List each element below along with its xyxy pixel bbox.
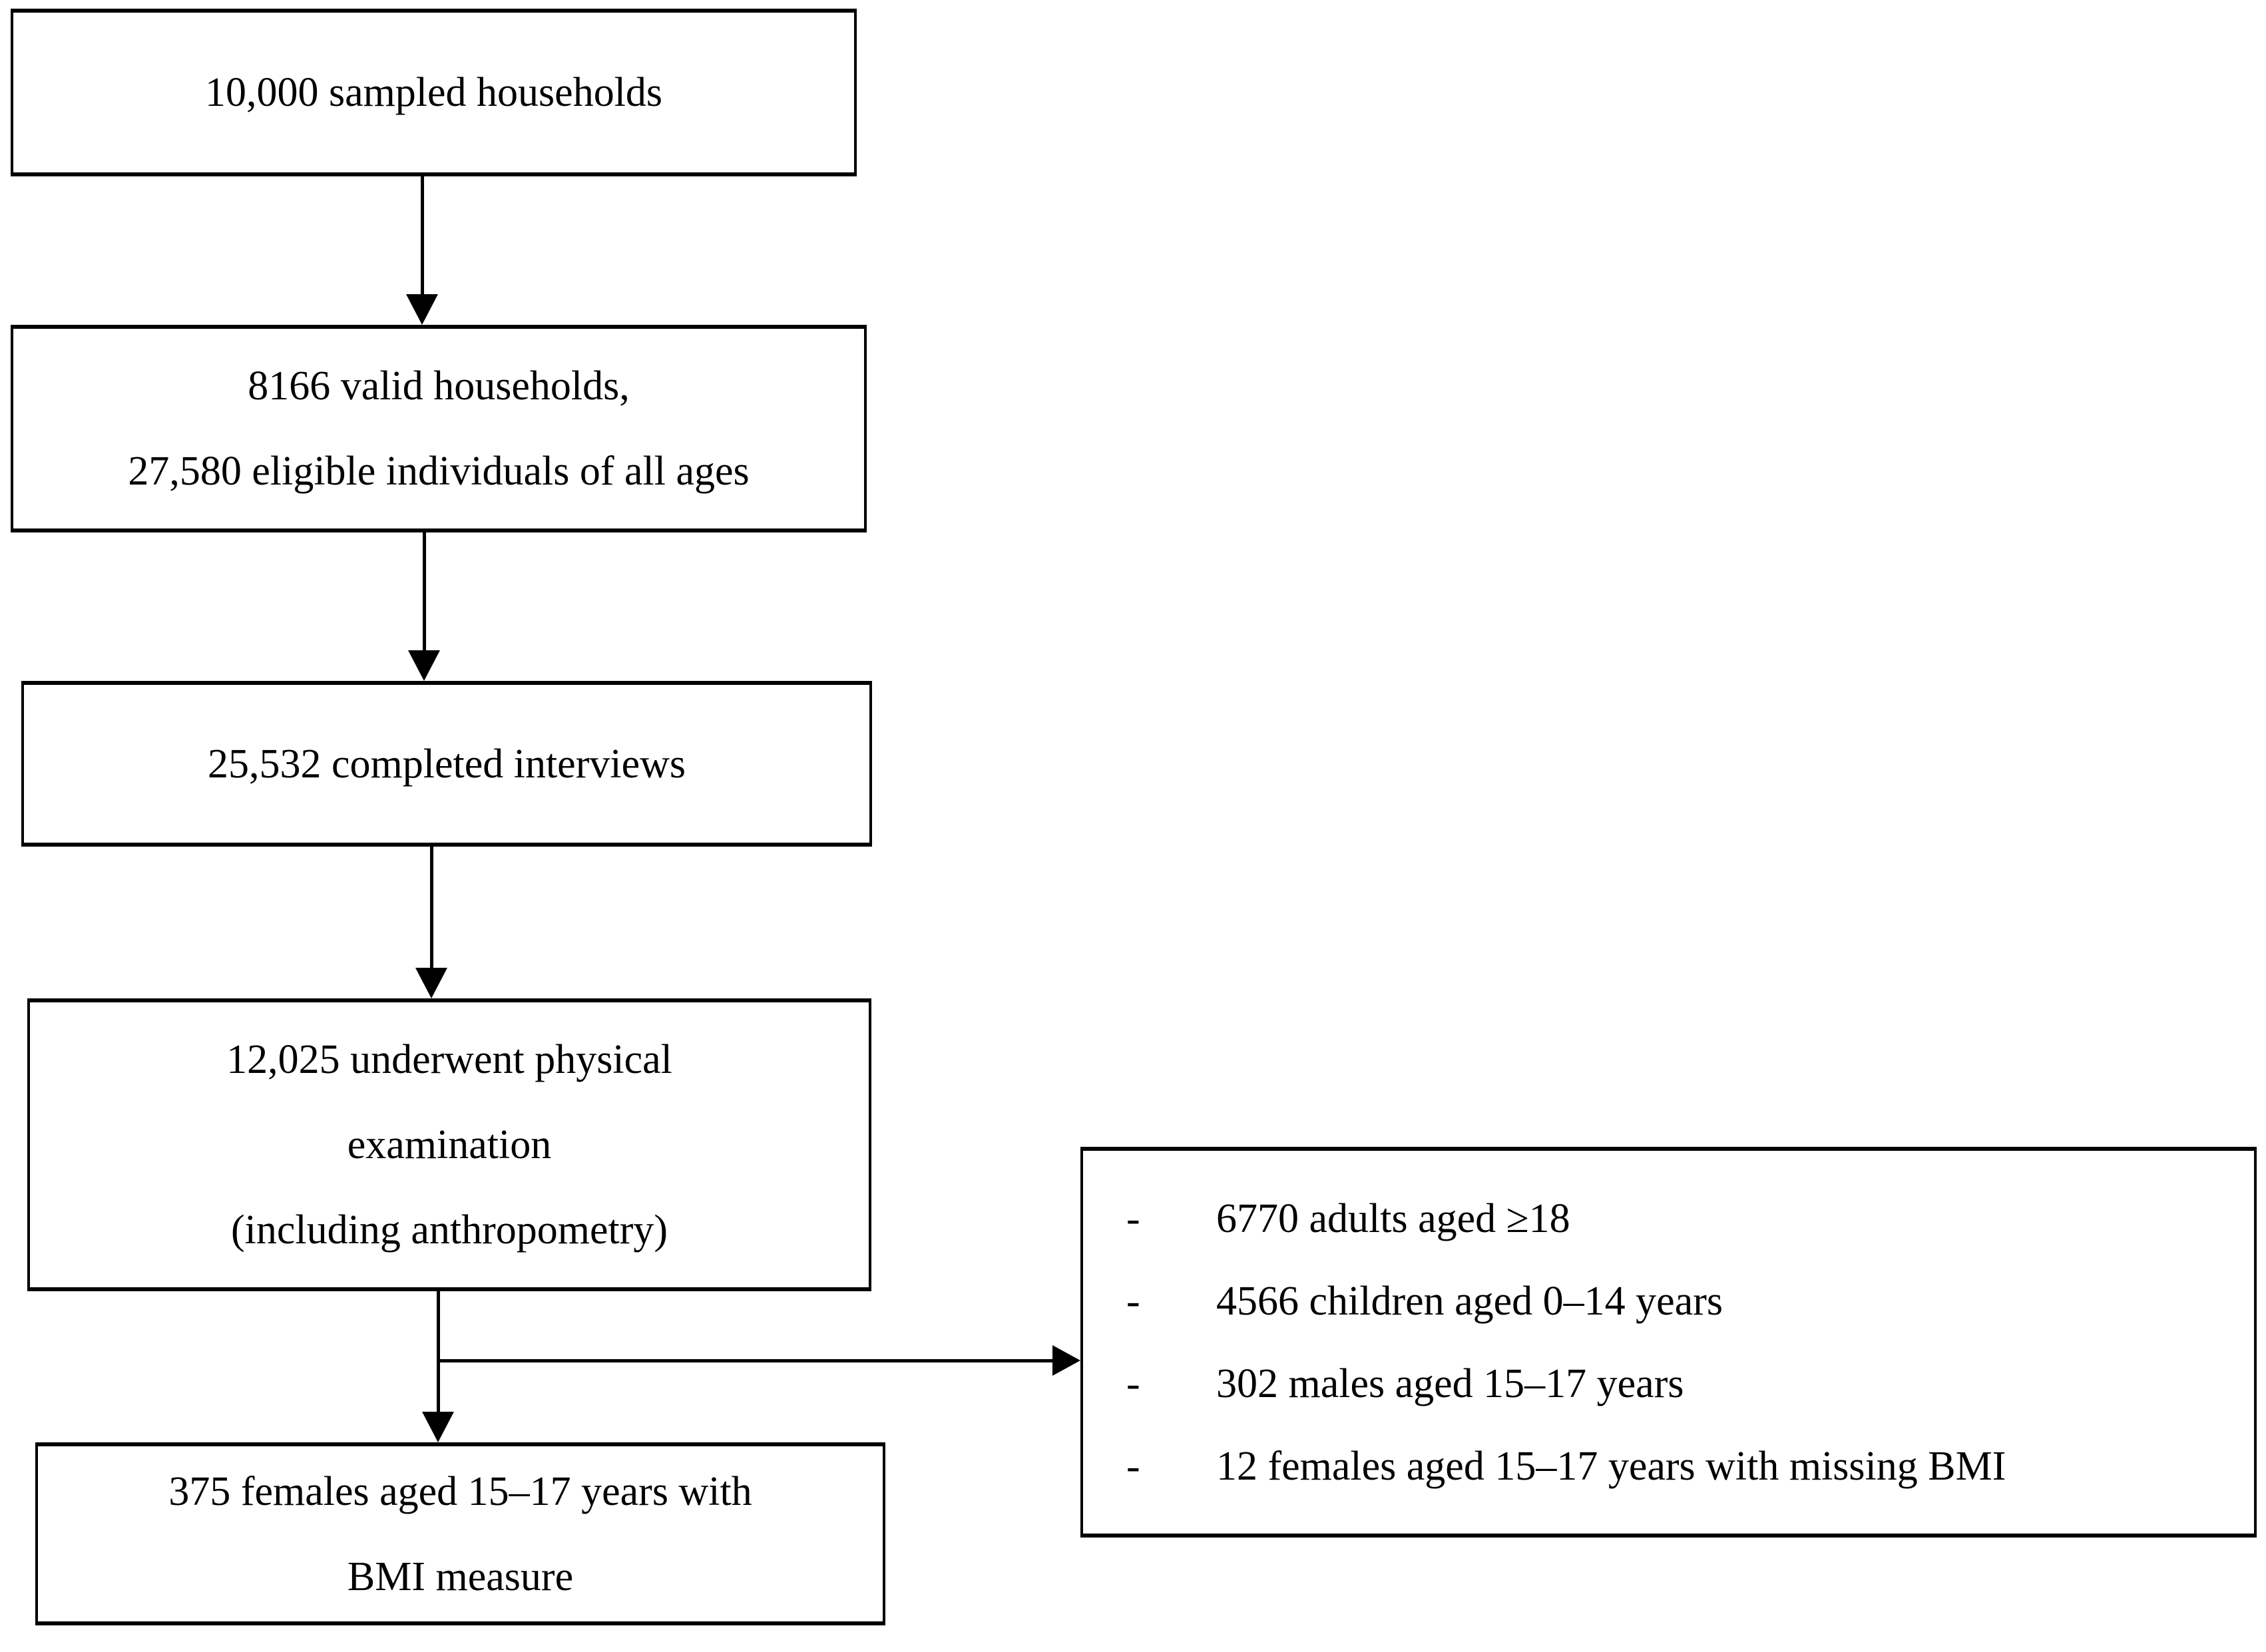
exclusions-box: - 6770 adults aged ≥18 - 4566 children a… [1080, 1147, 2257, 1538]
flow-box-valid-households: 8166 valid households, 27,580 eligible i… [11, 325, 867, 532]
flow-box-text: 10,000 sampled households [204, 70, 663, 115]
flow-box-text: 25,532 completed interviews [208, 741, 686, 787]
flow-box-text: 12,025 underwent physical [226, 1037, 672, 1082]
arrow-down-icon [422, 1412, 454, 1442]
flow-box-females-bmi: 375 females aged 15–17 years with BMI me… [35, 1442, 885, 1625]
arrow-down-icon [415, 968, 447, 998]
exclusion-item: - 4566 children aged 0–14 years [1126, 1260, 2254, 1342]
arrow-line-4 [437, 1291, 440, 1412]
dash-bullet: - [1126, 1195, 1140, 1241]
exclusion-item: - 12 females aged 15–17 years with missi… [1126, 1425, 2254, 1508]
exclusion-item: - 6770 adults aged ≥18 [1126, 1177, 2254, 1260]
arrow-right-icon [1052, 1345, 1080, 1376]
exclusion-item-text: 4566 children aged 0–14 years [1216, 1278, 1723, 1324]
arrow-down-icon [406, 294, 438, 325]
flow-box-text: examination [347, 1122, 552, 1167]
dash-bullet: - [1126, 1443, 1140, 1489]
dash-bullet: - [1126, 1360, 1140, 1406]
flow-box-text: BMI measure [347, 1553, 574, 1599]
flow-box-text: 27,580 eligible individuals of all ages [128, 449, 750, 494]
exclusion-item-text: 6770 adults aged ≥18 [1216, 1195, 1570, 1241]
flow-box-text: 8166 valid households, [248, 363, 630, 409]
dash-bullet: - [1126, 1278, 1140, 1324]
flow-box-sampled-households: 10,000 sampled households [11, 9, 857, 176]
flow-box-text: (including anthropometry) [231, 1207, 668, 1253]
exclusion-item-text: 12 females aged 15–17 years with missing… [1216, 1443, 2006, 1489]
exclusion-item-text: 302 males aged 15–17 years [1216, 1360, 1684, 1406]
flow-box-physical-examination: 12,025 underwent physical examination (i… [27, 998, 871, 1291]
flow-box-text: 375 females aged 15–17 years with [168, 1468, 752, 1514]
flow-box-completed-interviews: 25,532 completed interviews [21, 681, 872, 847]
arrow-line-1 [421, 176, 424, 294]
arrow-line-2 [423, 532, 426, 650]
exclusion-item: - 302 males aged 15–17 years [1126, 1342, 2254, 1425]
arrow-down-icon [408, 650, 440, 681]
branch-line-to-exclusions [438, 1359, 1052, 1362]
arrow-line-3 [430, 847, 433, 968]
